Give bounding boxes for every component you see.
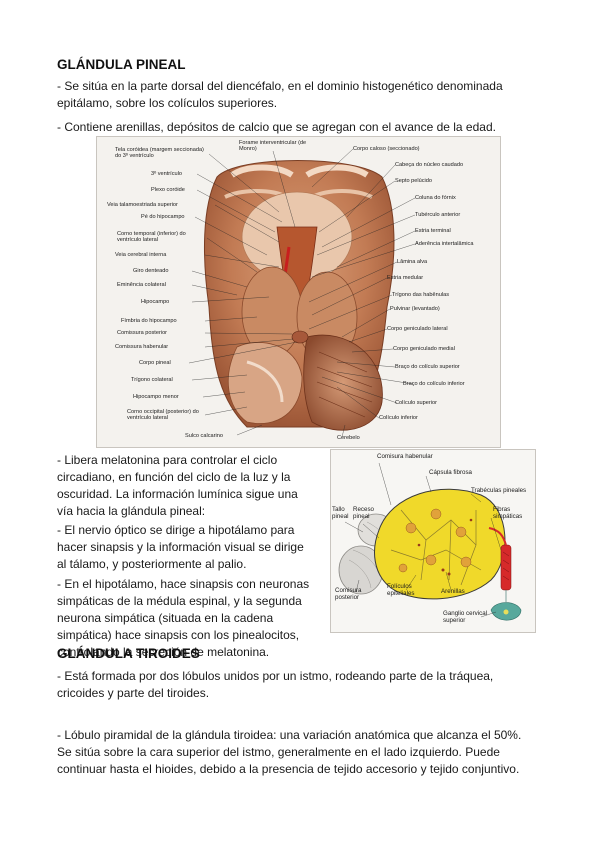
section-title-pineal: GLÁNDULA PINEAL [57, 57, 186, 72]
label-tela-coroidea: Tela coróidea (margem seccionada) do 3º … [115, 147, 204, 160]
label-corpo-geniculado-medial: Corpo geniculado medial [393, 346, 455, 352]
label-giro-denteado: Giro denteado [133, 268, 169, 274]
brain-illustration [188, 148, 416, 438]
label-receso-pineal: Receso pineal [353, 506, 374, 520]
label-trigono-colateral: Trígono colateral [131, 377, 173, 383]
label-septo-pelucido: Septo pelúcido [395, 178, 433, 184]
label-plexo-coroide: Plexo coróide [151, 187, 185, 193]
label-forame-interventricular: Forame interventricular (de Monro) [239, 140, 307, 153]
label-foliculos-epiteliales: Folículos epiteliales [387, 583, 415, 597]
label-lamina-alva: Lâmina alva [397, 259, 428, 265]
label-eminencia-colateral: Eminência colateral [117, 282, 166, 288]
label-sulco-calcarino: Sulco calcarino [185, 433, 223, 439]
label-cerebelo: Cerebelo [337, 435, 360, 441]
paragraph-pineal-location: - Se sitúa en la parte dorsal del diencé… [57, 79, 503, 110]
label-estria-medular: Estria medular [387, 275, 424, 281]
pineal-illustration [338, 462, 522, 621]
label-aderencia-intertalamica: Aderência intertalâmica [415, 241, 474, 247]
pineal-gland-figure: Comisura habenular Cápsula fibrosa Trabé… [330, 449, 536, 633]
label-3-ventriculo: 3º ventrículo [151, 171, 182, 177]
label-hipocampo: Hipocampo [141, 299, 170, 305]
label-trigono-habenulas: Trígono das habênulas [392, 292, 450, 298]
label-trabeculas-pineales: Trabéculas pineales [471, 487, 527, 494]
label-coliculo-superior: Colículo superior [395, 400, 437, 406]
label-comissura-posterior: Comissura posterior [117, 330, 168, 336]
label-braco-coliculo-inferior: Braço do colículo inferior [403, 381, 465, 387]
label-fimbria: Fímbria do hipocampo [121, 318, 177, 324]
paragraph-tiroides-estructura: - Está formada por dos lóbulos unidos po… [57, 669, 494, 700]
label-pe-hipocampo: Pé do hipocampo [141, 214, 185, 220]
label-braco-coliculo-superior: Braço do colículo superior [395, 364, 460, 370]
label-cabeca-nucleo-caudado: Cabeça do núcleo caudado [395, 162, 464, 168]
brain-dissection-figure: Tela coróidea (margem seccionada) do 3º … [96, 136, 501, 448]
label-coliculo-inferior: Colículo inferior [379, 415, 418, 421]
label-veia-cerebral: Veia cerebral interna [115, 252, 167, 258]
label-corpo-geniculado-lateral: Corpo geniculado lateral [387, 326, 448, 332]
label-tuberculo-anterior: Tubérculo anterior [415, 212, 461, 218]
label-corno-occipital: Corno occipital (posterior) do ventrícul… [127, 409, 199, 422]
label-corpo-caloso: Corpo caloso (seccionado) [353, 146, 420, 152]
label-tallo-pineal: Tallo pineal [332, 506, 349, 520]
label-capsula-fibrosa: Cápsula fibrosa [429, 469, 472, 476]
label-coluna-fornix: Coluna do fórnix [415, 195, 456, 201]
label-hipocampo-menor: Hipocampo menor [133, 394, 179, 400]
label-comisura-posterior: Comisura posterior [335, 587, 362, 601]
paragraph-tiroides-lobulo-piramidal: - Lóbulo piramidal de la glándula tiroid… [57, 728, 522, 776]
label-estria-terminal: Estria terminal [415, 228, 451, 234]
label-veia-talamoestriada: Veia talamoestriada superior [107, 202, 178, 208]
label-arenillas: Arenillas [441, 588, 465, 595]
label-comissura-habenular: Comissura habenular [115, 344, 169, 350]
paragraph-melatonina: - Libera melatonina para controlar el ci… [57, 453, 298, 518]
paragraph-pineal-arenillas: - Contiene arenillas, depósitos de calci… [57, 120, 496, 134]
paragraph-hipotalamo: - En el hipotálamo, hace sinapsis con ne… [57, 577, 310, 659]
label-ganglio-cervical: Ganglio cervical superior [443, 610, 488, 624]
label-pulvinar: Pulvinar (levantado) [390, 306, 440, 312]
paragraph-nervio-optico: - El nervio óptico se dirige a hipotálam… [57, 523, 304, 571]
label-corpo-pineal: Corpo pineal [139, 360, 171, 366]
section-title-tiroides: GLÁNDULA TIROIDES [57, 646, 200, 661]
label-fibras-simpaticas: Fibras simpáticas [493, 506, 523, 520]
label-corno-temporal: Corno temporal (inferior) do ventrículo … [117, 231, 186, 244]
label-comisura-habenular: Comisura habenular [377, 453, 433, 460]
